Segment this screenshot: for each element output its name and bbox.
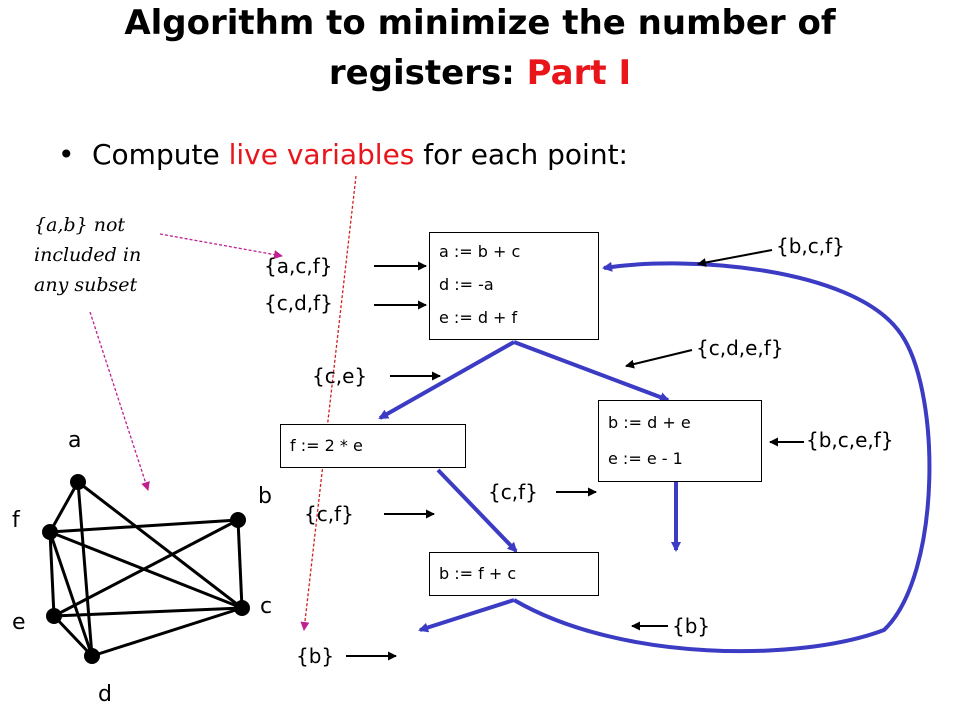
- graph-edge-a-c: [77, 480, 243, 610]
- bullet-suffix: for each point:: [414, 138, 628, 171]
- subset-note: {a,b} not included in any subset: [34, 210, 141, 300]
- slide-title-line2: registers: Part I: [0, 50, 960, 96]
- graph-edge-b-c: [236, 519, 244, 609]
- graph-edge-a-f: [48, 481, 80, 533]
- pointer-title-to-set: [300, 175, 357, 631]
- bullet-dot-icon: •: [58, 138, 75, 171]
- graph-node-d: [84, 648, 100, 664]
- note-line2: included in: [34, 244, 142, 266]
- title-line2-highlight: Part I: [526, 53, 632, 93]
- graph-edge-f-c: [49, 530, 243, 610]
- live-set-b-bottom: {b}: [296, 644, 335, 668]
- pointer-bcf: [697, 249, 773, 267]
- block4-line1: b := f + c: [439, 564, 517, 583]
- title-line1-text: Algorithm to minimize the number of: [124, 3, 836, 43]
- block2-line1: f := 2 * e: [290, 436, 363, 455]
- block1-line1: a := b + c: [439, 242, 521, 261]
- slide-title-line1: Algorithm to minimize the number of: [0, 0, 960, 46]
- bullet-highlight: live variables: [228, 138, 415, 171]
- graph-edge-e-c: [53, 606, 243, 618]
- live-set-acf: {a,c,f}: [264, 254, 333, 278]
- node-label-e: e: [12, 610, 26, 635]
- live-set-cdef: {c,d,e,f}: [696, 336, 784, 360]
- interference-graph: [48, 480, 244, 658]
- basic-block-2: f := 2 * e: [280, 424, 466, 468]
- flow-edge-b2-b4: [436, 468, 518, 553]
- graph-edge-f-d: [48, 531, 94, 657]
- block3-line1: b := d + e: [608, 413, 691, 432]
- flow-edge-b1-b2: [378, 340, 515, 420]
- flow-edge-b1-b3: [513, 340, 670, 402]
- node-label-c: c: [260, 594, 273, 619]
- graph-edge-f-e: [48, 531, 56, 617]
- graph-edge-e-b: [53, 518, 239, 618]
- graph-edge-a-d: [76, 481, 94, 657]
- live-set-cdf: {c,d,f}: [264, 291, 333, 315]
- block3-line2: e := e - 1: [608, 449, 683, 468]
- basic-block-4: b := f + c: [429, 552, 599, 596]
- title-line2-prefix: registers:: [328, 53, 527, 93]
- node-label-f: f: [12, 508, 20, 533]
- pointer-note-to-graph: [89, 311, 150, 491]
- live-set-b-right: {b}: [672, 614, 711, 638]
- graph-node-b: [230, 512, 246, 528]
- pointer-note-to-block: [159, 233, 283, 260]
- live-set-cf-left: {c,f}: [304, 502, 354, 526]
- graph-node-e: [46, 608, 62, 624]
- block1-line2: d := -a: [439, 275, 494, 294]
- graph-edge-f-b: [49, 518, 239, 534]
- note-line1: {a,b} not: [34, 214, 126, 236]
- note-line3: any subset: [34, 274, 138, 296]
- live-set-bcf: {b,c,f}: [776, 234, 845, 258]
- live-set-cf-right: {c,f}: [488, 480, 538, 504]
- node-label-a: a: [68, 428, 82, 453]
- live-set-ce: {c,e}: [312, 364, 368, 388]
- basic-block-1: a := b + c d := -a e := d + f: [429, 232, 599, 340]
- bullet-point: • Compute live variables for each point:: [58, 138, 628, 171]
- pointer-cdef: [625, 349, 693, 369]
- graph-node-a: [70, 474, 86, 490]
- graph-edge-e-d: [52, 614, 94, 658]
- basic-block-3: b := d + e e := e - 1: [598, 400, 762, 482]
- graph-node-c: [234, 600, 250, 616]
- graph-edge-d-c: [91, 606, 243, 658]
- graph-node-f: [42, 524, 58, 540]
- node-label-d: d: [98, 682, 112, 707]
- flow-edge-b4-exit: [418, 598, 515, 633]
- flow-edge-loop-back: [512, 261, 932, 654]
- node-label-b: b: [258, 484, 272, 509]
- live-set-bcef: {b,c,e,f}: [806, 428, 894, 452]
- bullet-prefix: Compute: [92, 138, 229, 171]
- block1-line3: e := d + f: [439, 308, 518, 327]
